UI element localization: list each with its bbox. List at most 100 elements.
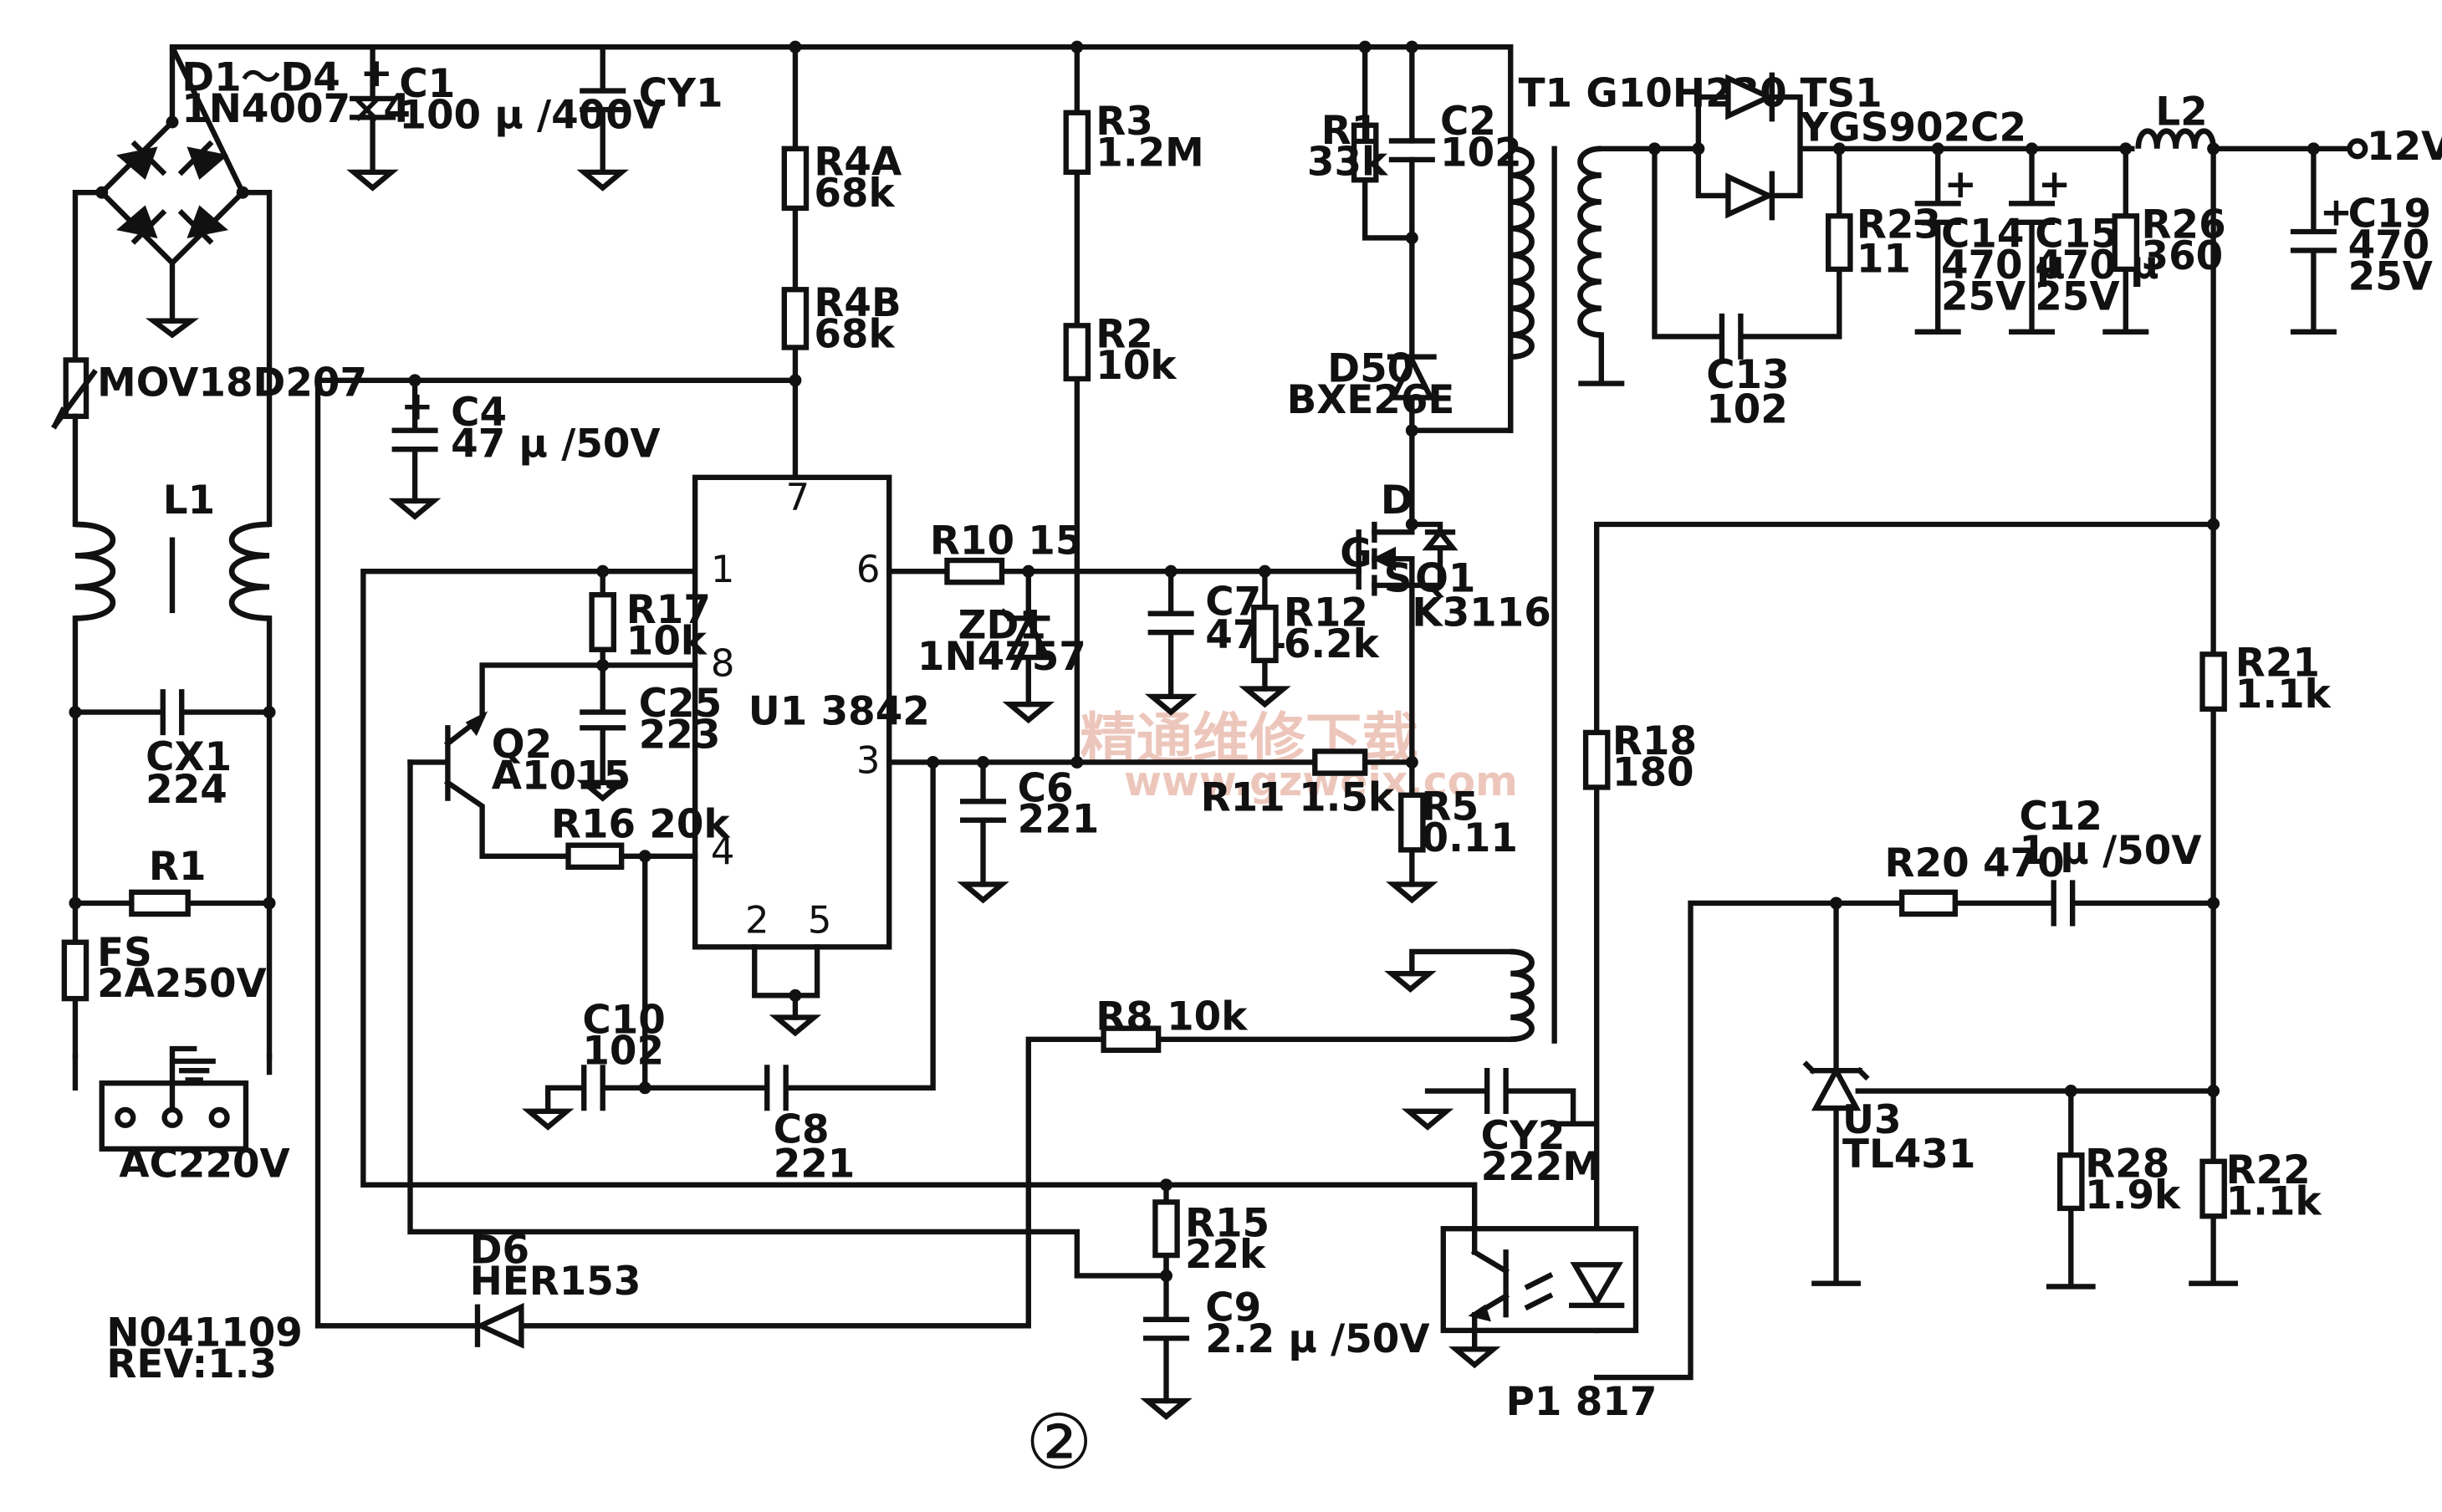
label-c2: C2 bbox=[1440, 100, 1496, 145]
label-u3-val: TL431 bbox=[1842, 1132, 1975, 1177]
resistor-r10 bbox=[944, 557, 1005, 585]
label-d1-d4: D1～D4 bbox=[181, 56, 340, 101]
label-fs: FS bbox=[97, 931, 152, 976]
label-r23-val: 11 bbox=[1857, 238, 1911, 283]
resistor-r28 bbox=[2057, 1152, 2085, 1212]
resistor-r22 bbox=[2199, 1158, 2227, 1219]
label-d50-val: BXE26E bbox=[1287, 378, 1455, 423]
inductor-l2 bbox=[2135, 128, 2216, 150]
label-p1: P1 817 bbox=[1506, 1380, 1658, 1425]
label-u1: U1 3842 bbox=[748, 690, 930, 735]
label-c13-val: 102 bbox=[1706, 387, 1788, 432]
diode-d50 bbox=[1388, 354, 1435, 401]
label-out: 12V2A bbox=[2367, 125, 2442, 170]
label-r12-val: 6.2k bbox=[1284, 622, 1380, 667]
label-r22-val: 1.1k bbox=[2226, 1179, 2322, 1224]
label-r3-val: 1.2M bbox=[1096, 130, 1203, 176]
label-r20: R20 470 bbox=[1885, 841, 2065, 886]
label-q2: Q2 bbox=[492, 723, 552, 768]
label-c8: C8 bbox=[774, 1107, 830, 1152]
label-r11: R11 1.5k bbox=[1201, 776, 1395, 821]
svg-text:8: 8 bbox=[711, 641, 735, 686]
label-c14-val2: 25V bbox=[1941, 275, 2026, 320]
label-mov: MOV18D207 bbox=[97, 361, 367, 406]
resistor-r4b bbox=[781, 287, 810, 350]
resistor-r20 bbox=[1898, 889, 1958, 917]
label-q2-val: A1015 bbox=[492, 753, 631, 799]
resistor-r12 bbox=[1251, 605, 1279, 664]
label-q1-d: D bbox=[1381, 478, 1413, 524]
label-zd1-val: 1N4757 bbox=[917, 635, 1086, 680]
label-r17: R17 bbox=[626, 588, 711, 633]
label-c19-val1: 470 μ bbox=[2348, 223, 2442, 268]
label-r4a: R4A bbox=[814, 140, 902, 186]
label-c13: C13 bbox=[1706, 353, 1789, 398]
svg-text:4: 4 bbox=[711, 829, 735, 873]
svg-text:+: + bbox=[2320, 191, 2353, 236]
transistor-q2 bbox=[407, 662, 605, 859]
label-r4b-val: 68k bbox=[814, 313, 895, 358]
resistor-r4a bbox=[781, 146, 810, 212]
label-c1: C1 bbox=[399, 62, 455, 107]
label-r22: R22 bbox=[2226, 1148, 2311, 1193]
label-cy1: CY1 bbox=[639, 71, 723, 116]
label-r18-val: 180 bbox=[1612, 751, 1694, 796]
resistor-r11 bbox=[1312, 748, 1368, 776]
svg-text:2: 2 bbox=[745, 897, 769, 942]
resistor-r21 bbox=[2199, 651, 2227, 713]
doc-number: N041109 bbox=[106, 1311, 302, 1356]
svg-text:+: + bbox=[2038, 162, 2071, 207]
label-r12: R12 bbox=[1284, 591, 1368, 636]
svg-text:5: 5 bbox=[808, 897, 832, 942]
label-c8-val: 221 bbox=[774, 1142, 856, 1187]
bridge-rectifier bbox=[72, 45, 273, 528]
svg-text:3: 3 bbox=[856, 738, 881, 783]
zener-zd1 bbox=[1005, 614, 1052, 661]
label-c12-val: 1 μ /50V bbox=[2020, 829, 2202, 874]
label-c25-val: 223 bbox=[639, 713, 721, 759]
resistor-r3 bbox=[1063, 110, 1091, 176]
output-terminal[interactable] bbox=[2347, 138, 2368, 160]
fuse-fs bbox=[61, 939, 89, 1002]
label-c15: C15 bbox=[2035, 212, 2118, 258]
label-c1-val: 100 μ /400V bbox=[399, 93, 663, 138]
resistor-r17 bbox=[589, 592, 616, 652]
label-l1: L1 bbox=[163, 478, 215, 524]
label-r16: R16 20k bbox=[551, 802, 731, 847]
label-q1-g: G bbox=[1340, 532, 1372, 577]
diode-ts1-a bbox=[1725, 74, 1775, 120]
diode-ts1-b bbox=[1725, 172, 1775, 219]
svg-text:+: + bbox=[360, 51, 393, 96]
resistor-r26 bbox=[2112, 213, 2140, 273]
label-r15-val: 22k bbox=[1185, 1233, 1266, 1278]
label-c9: C9 bbox=[1205, 1286, 1261, 1331]
label-c2-val: 102 bbox=[1440, 130, 1522, 176]
label-c4: C4 bbox=[451, 391, 507, 436]
label-r21: R21 bbox=[2235, 641, 2320, 687]
label-r26-val: 360 bbox=[2142, 234, 2224, 279]
label-c6-val: 221 bbox=[1018, 798, 1100, 843]
svg-text:+: + bbox=[401, 385, 433, 430]
ground-symbol bbox=[145, 318, 200, 339]
label-c14-val1: 470 μ bbox=[1941, 243, 2065, 289]
label-u3: U3 bbox=[1842, 1098, 1902, 1143]
label-q1-s: S bbox=[1384, 556, 1413, 601]
label-c15-val2: 25V bbox=[2035, 275, 2119, 320]
label-r3: R3 bbox=[1096, 100, 1153, 145]
label-r4a-val: 68k bbox=[814, 171, 895, 217]
label-r4b: R4B bbox=[814, 281, 901, 326]
label-r21-val: 1.1k bbox=[2235, 672, 2332, 718]
transformer-secondary bbox=[1577, 146, 1602, 338]
diode-d6 bbox=[474, 1302, 524, 1349]
label-r18: R18 bbox=[1612, 719, 1697, 764]
label-zd1: ZD1 bbox=[958, 604, 1046, 649]
resistor-r2 bbox=[1063, 323, 1091, 382]
resistor-r23 bbox=[1826, 213, 1853, 273]
resistor-r1-snubber bbox=[1351, 122, 1379, 183]
resistor-r16 bbox=[565, 842, 625, 871]
label-r5-val: 0.11 bbox=[1422, 816, 1518, 861]
label-r15: R15 bbox=[1185, 1202, 1270, 1247]
label-c4-val: 47 μ /50V bbox=[451, 422, 661, 467]
choke-l1 bbox=[74, 521, 270, 621]
